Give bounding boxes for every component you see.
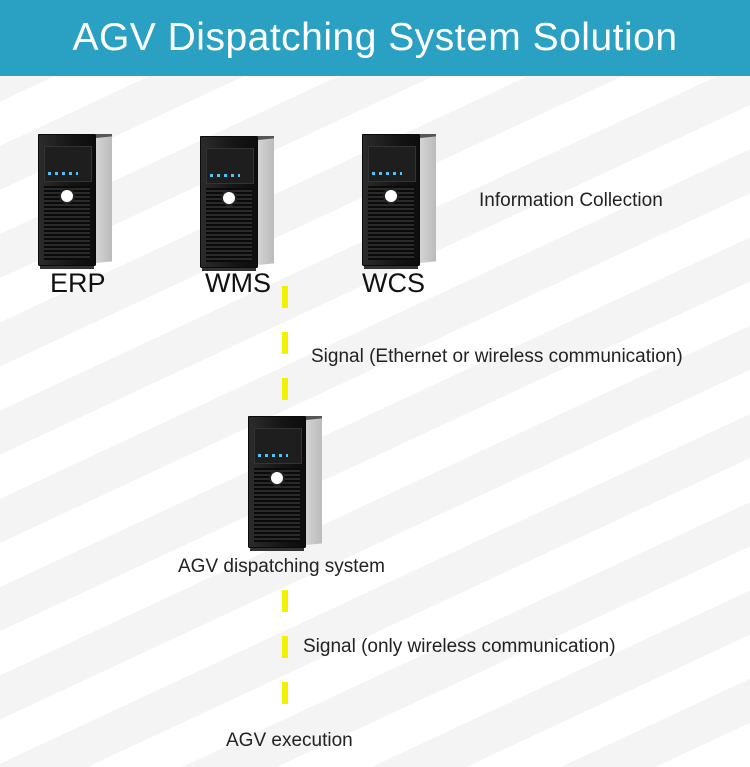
agv-execution-label: AGV execution [226,730,353,751]
erp-server-icon [38,134,112,269]
agv-dispatching-server-icon [248,416,322,551]
page-title: AGV Dispatching System Solution [72,16,678,59]
wms-label: WMS [205,268,271,298]
wms-server-icon [200,136,274,271]
connector-bottom-dashed-line [282,590,288,710]
wcs-server-icon [362,134,436,269]
information-collection-label: Information Collection [479,190,663,211]
wcs-label: WCS [362,268,425,298]
connector-top-dashed-line [282,286,288,416]
signal-wireless-only-label: Signal (only wireless communication) [303,636,616,657]
signal-ethernet-wireless-label: Signal (Ethernet or wireless communicati… [311,346,683,367]
erp-label: ERP [50,268,106,298]
header-banner: AGV Dispatching System Solution [0,0,750,76]
agv-dispatching-system-label: AGV dispatching system [178,556,385,577]
